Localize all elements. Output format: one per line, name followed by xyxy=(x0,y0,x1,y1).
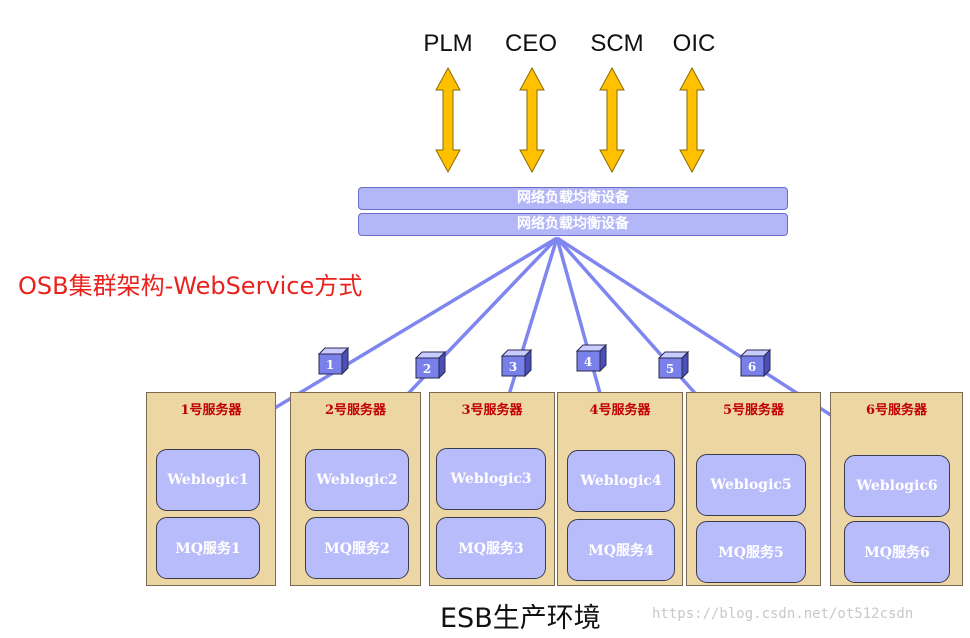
server-box-4: 4号服务器 Weblogic4 MQ服务4 xyxy=(557,392,683,586)
weblogic-node-1: Weblogic1 xyxy=(156,449,260,511)
system-label-plm: PLM xyxy=(423,30,473,57)
system-label-ceo: CEO xyxy=(504,30,557,57)
system-label-oic: OIC xyxy=(672,30,716,57)
mq-service-node-5: MQ服务5 xyxy=(696,521,806,583)
cube-2: 2 xyxy=(414,350,447,380)
server-box-5: 5号服务器 Weblogic5 MQ服务5 xyxy=(686,392,821,586)
cube-label-6: 6 xyxy=(748,360,756,374)
weblogic-node-6: Weblogic6 xyxy=(844,455,950,517)
cube-1: 1 xyxy=(317,346,350,376)
weblogic-node-2: Weblogic2 xyxy=(305,449,409,511)
server-box-2: 2号服务器 Weblogic2 MQ服务2 xyxy=(290,392,421,586)
mq-service-node-2: MQ服务2 xyxy=(305,517,409,579)
footer-title: ESB生产环境 xyxy=(440,603,601,634)
cube-label-4: 4 xyxy=(584,355,592,369)
mq-service-node-4: MQ服务4 xyxy=(567,519,675,581)
cube-label-3: 3 xyxy=(509,360,517,374)
mq-service-node-3: MQ服务3 xyxy=(436,517,546,579)
cube-label-5: 5 xyxy=(666,362,674,376)
server-box-6: 6号服务器 Weblogic6 MQ服务6 xyxy=(830,392,963,586)
diagram-title: OSB集群架构-WebService方式 xyxy=(18,272,363,300)
double-arrow-plm xyxy=(435,66,461,174)
double-arrow-ceo xyxy=(519,66,545,174)
mq-service-node-1: MQ服务1 xyxy=(156,517,260,579)
server-label-3: 3号服务器 xyxy=(461,403,523,418)
load-balancer-bar-1: 网络负载均衡设备 xyxy=(358,187,788,210)
server-label-4: 4号服务器 xyxy=(589,403,651,418)
server-label-1: 1号服务器 xyxy=(180,403,242,418)
server-label-5: 5号服务器 xyxy=(722,403,785,418)
double-arrow-oic xyxy=(679,66,705,174)
mq-service-node-6: MQ服务6 xyxy=(844,521,950,583)
server-label-6: 6号服务器 xyxy=(865,403,928,418)
weblogic-node-3: Weblogic3 xyxy=(436,448,546,510)
server-label-2: 2号服务器 xyxy=(324,403,387,418)
double-arrow-scm xyxy=(599,66,625,174)
watermark-url: https://blog.csdn.net/ot512csdn xyxy=(652,606,914,622)
server-box-1: 1号服务器 Weblogic1 MQ服务1 xyxy=(146,392,276,586)
cube-4: 4 xyxy=(575,343,608,373)
cube-3: 3 xyxy=(500,348,533,378)
load-balancer-bar-2: 网络负载均衡设备 xyxy=(358,213,788,236)
server-box-3: 3号服务器 Weblogic3 MQ服务3 xyxy=(429,392,555,586)
weblogic-node-5: Weblogic5 xyxy=(696,454,806,516)
cube-label-2: 2 xyxy=(423,362,431,376)
cube-6: 6 xyxy=(739,348,772,378)
cube-label-1: 1 xyxy=(326,358,334,372)
system-label-scm: SCM xyxy=(590,30,644,57)
cube-5: 5 xyxy=(657,350,690,380)
weblogic-node-4: Weblogic4 xyxy=(567,450,675,512)
